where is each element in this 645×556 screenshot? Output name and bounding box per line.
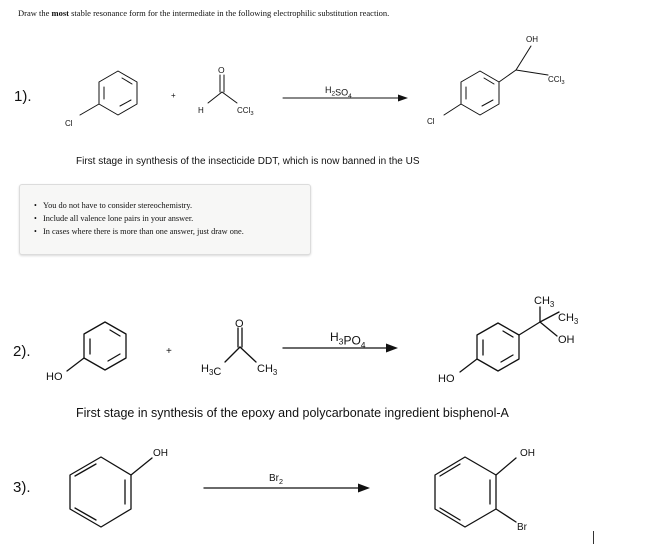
p1-h-label: H [198,106,204,115]
note-item: •You do not have to consider stereochemi… [34,201,193,210]
p3-number: 3). [13,479,31,496]
p2-phenol-structure [66,321,127,372]
note-item: •In cases where there is more than one a… [34,227,244,236]
p1-chloral-structure [207,74,238,104]
instruction-text: Draw the most stable resonance form for … [18,8,390,18]
p1-product-cl-label: Cl [427,117,435,126]
p1-oh-label: OH [526,35,538,44]
p3-reagent: Br2 [269,473,283,486]
p2-product-ch3-right: CH3 [558,312,579,326]
p1-cl-label: Cl [65,119,73,128]
p2-o-label: O [235,318,244,330]
p3-oh-label: OH [153,448,168,459]
p2-product-structure [459,306,560,373]
p1-product-structure [443,45,549,116]
p2-number: 2). [13,343,31,360]
p1-ccl3-label: CCl3 [237,106,254,117]
p2-caption: First stage in synthesis of the epoxy an… [76,406,510,420]
p2-reagent: H3PO4 [330,330,366,350]
note-item: •Include all valence lone pairs in your … [34,214,194,223]
text-cursor [593,531,594,544]
p1-product-ccl3-label: CCl3 [548,75,565,86]
p2-ho-label: HO [46,371,63,383]
p1-chlorobenzene-structure [79,70,138,116]
p1-reagent: H2SO4 [325,85,352,100]
p2-product-ch3-top: CH3 [534,295,555,309]
p1-o-label: O [218,65,225,75]
p1-caption: First stage in synthesis of the insectic… [76,156,420,167]
notes-box: •You do not have to consider stereochemi… [19,184,311,255]
p2-h3c-label: H3C [201,363,221,378]
p3-product-oh-label: OH [520,448,535,459]
p1-number: 1). [14,88,32,105]
p2-ch3-label: CH3 [257,363,278,377]
p2-product-ho-label: HO [438,373,455,385]
p3-product-structure [434,456,517,528]
p3-product-br-label: Br [517,522,528,533]
p1-plus: + [171,91,176,100]
p2-product-oh-label: OH [558,334,575,346]
p2-acetone-structure [224,327,257,363]
p3-phenol-structure [69,456,153,528]
p2-plus: + [166,346,172,357]
notes-list: •You do not have to consider stereochemi… [34,199,244,238]
